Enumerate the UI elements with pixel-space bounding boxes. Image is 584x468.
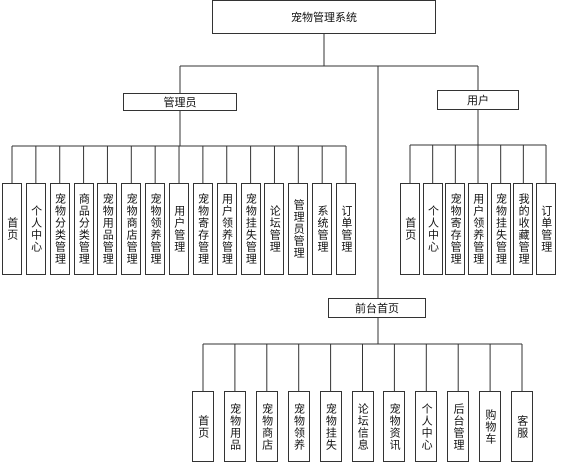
admin-child: 宠物用品管理 <box>97 183 118 275</box>
admin-node: 管理员 <box>123 93 237 111</box>
user-child: 首页 <box>400 183 420 275</box>
front-child: 个人中心 <box>415 391 438 462</box>
user-child: 宠物挂失管理 <box>490 183 511 275</box>
user-node: 用户 <box>437 90 519 110</box>
user-child: 订单管理 <box>536 183 557 275</box>
admin-child: 商品分类管理 <box>73 183 94 275</box>
admin-child: 宠物领养管理 <box>145 183 166 275</box>
admin-child: 个人中心 <box>25 183 46 275</box>
user-child: 用户领养管理 <box>468 183 488 275</box>
front-child: 论坛信息 <box>351 391 374 462</box>
root-node: 宠物管理系统 <box>212 0 436 34</box>
front-child: 宠物用品 <box>223 391 246 462</box>
admin-child: 管理员管理 <box>288 183 309 275</box>
admin-child: 用户领养管理 <box>216 183 237 275</box>
user-child: 我的收藏管理 <box>513 183 534 275</box>
admin-child: 宠物挂失管理 <box>240 183 261 275</box>
admin-child: 论坛管理 <box>264 183 285 275</box>
front-child: 购物车 <box>479 391 502 462</box>
user-child: 宠物寄存管理 <box>445 183 466 275</box>
front-child: 后台管理 <box>447 391 470 462</box>
admin-child: 首页 <box>2 183 22 275</box>
front-child: 首页 <box>192 391 214 462</box>
admin-child: 宠物寄存管理 <box>192 183 213 275</box>
user-child: 个人中心 <box>422 183 443 275</box>
admin-child: 宠物商店管理 <box>121 183 142 275</box>
admin-child: 宠物分类管理 <box>49 183 70 275</box>
front-child: 宠物资讯 <box>383 391 406 462</box>
front-node: 前台首页 <box>328 298 426 318</box>
admin-child: 系统管理 <box>312 183 333 275</box>
admin-child: 用户管理 <box>169 183 190 275</box>
front-child: 宠物领养 <box>287 391 310 462</box>
front-child: 宠物商店 <box>255 391 278 462</box>
front-child: 宠物挂失 <box>319 391 342 462</box>
admin-child: 订单管理 <box>336 183 357 275</box>
front-child: 客服 <box>511 391 533 462</box>
